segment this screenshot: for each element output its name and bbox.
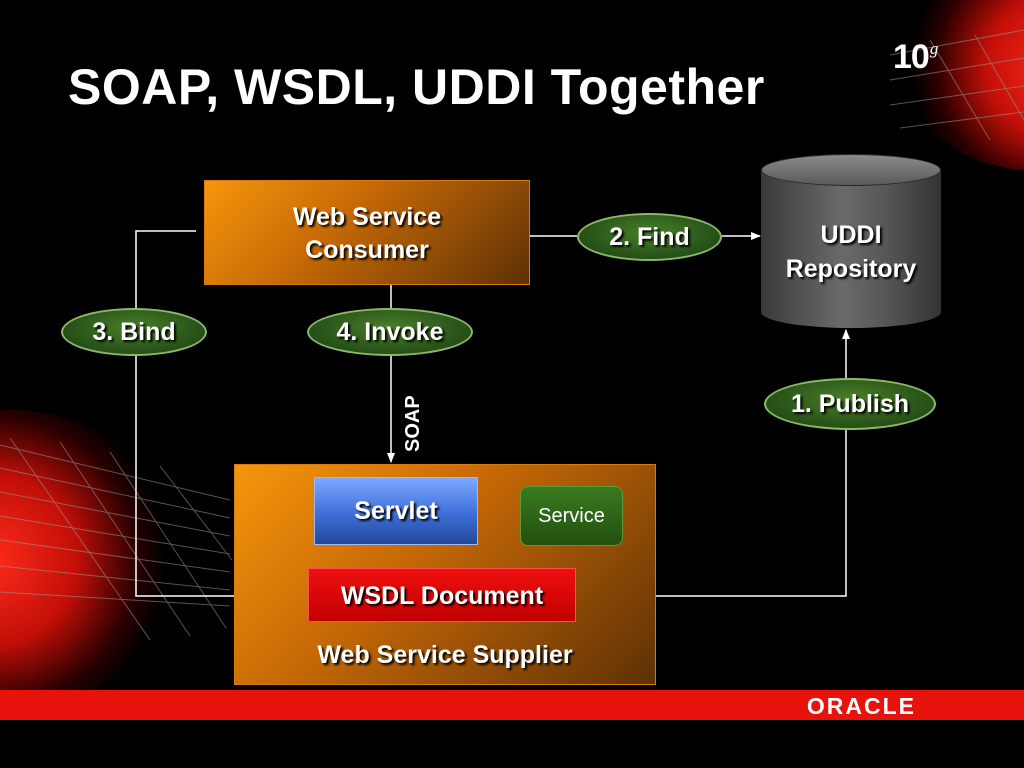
cylinder-body: [761, 169, 941, 312]
cylinder-top: [761, 154, 941, 186]
uddi-repository-cylinder: UDDI Repository: [761, 154, 941, 328]
supplier-label: Web Service Supplier: [317, 641, 573, 669]
oracle-10g-logo: 10g: [893, 38, 938, 77]
soap-label-text: SOAP: [402, 395, 424, 452]
footer-bar: ORACLE: [0, 690, 1024, 720]
logo-version: 10: [893, 38, 930, 76]
service-box: Service: [520, 486, 623, 546]
step-bind-pill: 3. Bind: [61, 308, 207, 356]
bind-line: [135, 230, 307, 600]
publish-line: [576, 430, 847, 597]
repository-label-line1: UDDI: [820, 221, 882, 249]
web-service-consumer-box: Web Service Consumer: [204, 180, 530, 285]
wsdl-document-box: WSDL Document: [308, 568, 576, 622]
consumer-label-line2: Consumer: [305, 236, 429, 264]
soap-label: SOAP: [394, 392, 434, 452]
servlet-box: Servlet: [314, 477, 478, 545]
consumer-label-line1: Web Service: [292, 203, 442, 231]
step-find-pill: 2. Find: [577, 213, 722, 261]
oracle-logo: ORACLE: [806, 693, 916, 719]
step-publish-pill: 1. Publish: [764, 378, 936, 430]
slide-title: SOAP, WSDL, UDDI Together: [68, 59, 765, 115]
logo-superscript: g: [929, 39, 938, 58]
step-invoke-pill: 4. Invoke: [307, 308, 473, 356]
repository-label: UDDI Repository: [761, 218, 941, 286]
repository-label-line2: Repository: [785, 255, 917, 283]
